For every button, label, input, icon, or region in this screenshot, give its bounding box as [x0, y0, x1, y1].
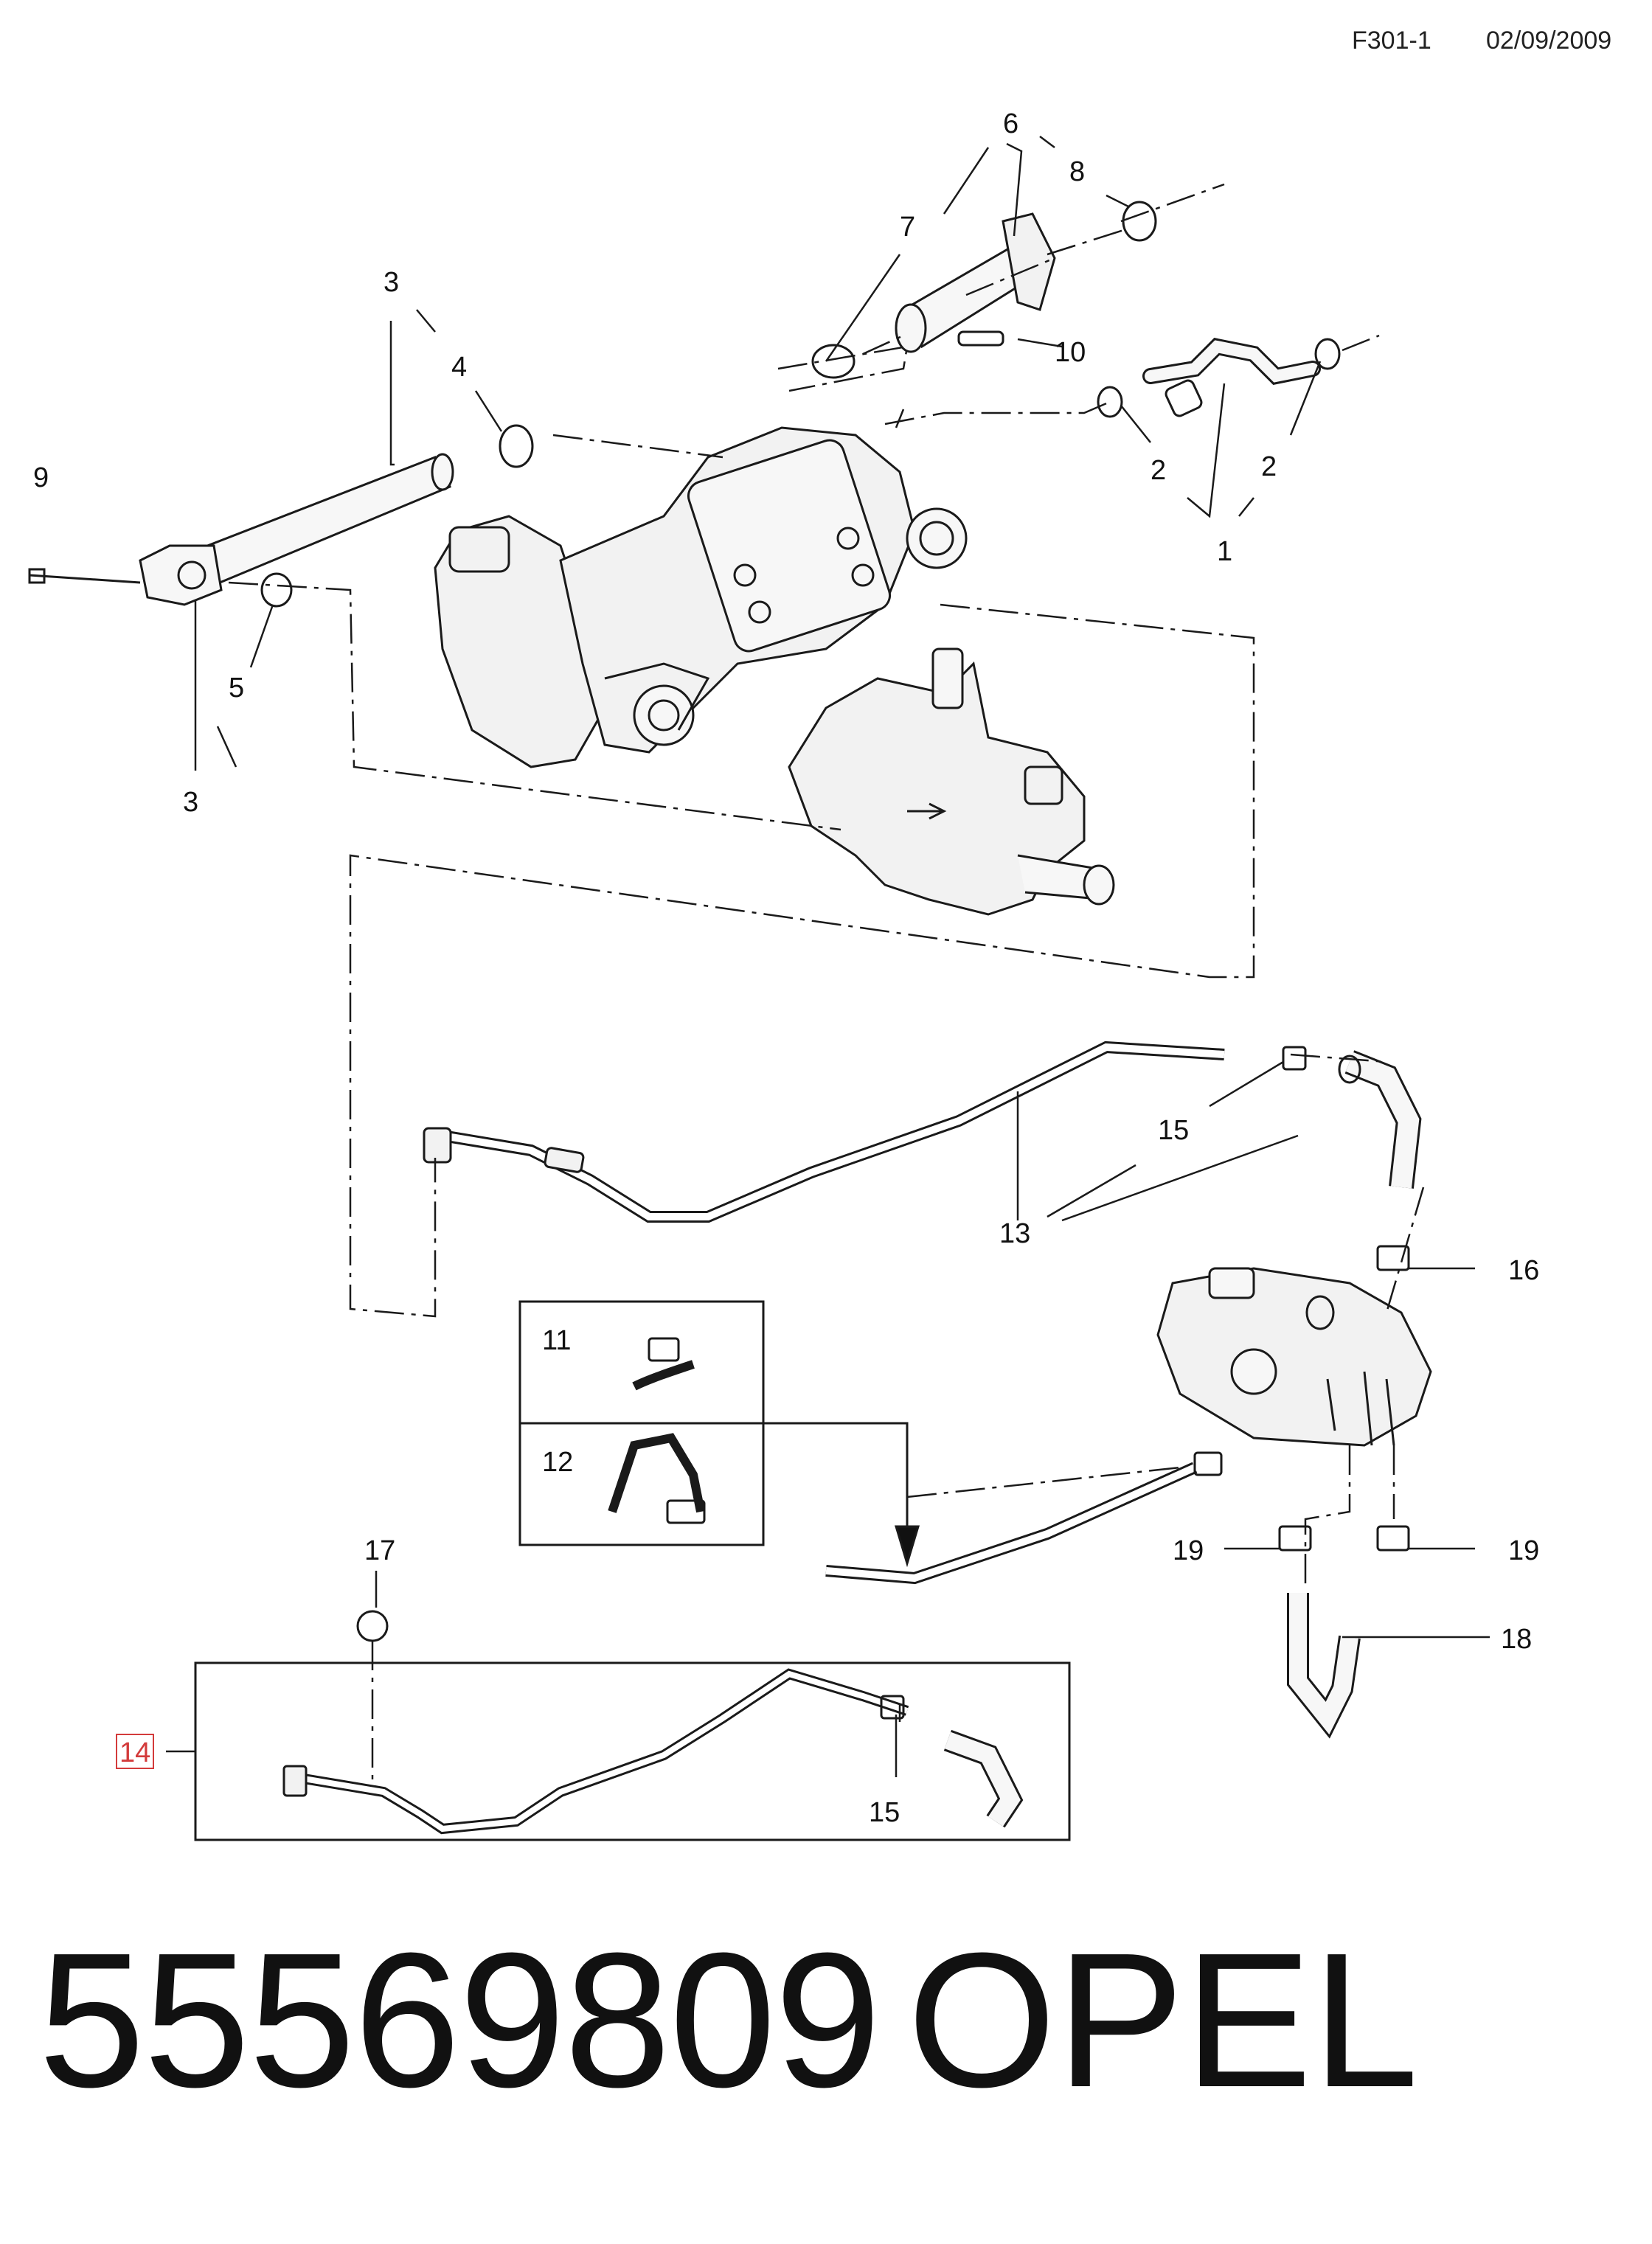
callouts: 3 4 9 5 3 6 7 8 10 2 2 1 15 13 16 11 12 … — [33, 108, 1539, 1828]
oil-cooler-assembly — [434, 426, 968, 768]
egr-cooler — [1156, 1267, 1432, 1447]
callout-11: 11 — [542, 1325, 571, 1356]
egr-pipe — [825, 1451, 1223, 1585]
callout-3-bottom: 3 — [183, 787, 198, 818]
diagram-date: 02/09/2009 — [1486, 27, 1612, 55]
part-number: 55569809 — [38, 1914, 881, 2127]
reference-lines — [228, 183, 1425, 1785]
hose-13 — [423, 1041, 1422, 1223]
callout-15-top: 15 — [1158, 1115, 1189, 1146]
callout-1: 1 — [1217, 536, 1232, 567]
callout-17: 17 — [364, 1535, 395, 1566]
upper-hose — [1097, 338, 1341, 418]
callout-7: 7 — [900, 212, 915, 243]
callout-10: 10 — [1055, 337, 1086, 368]
clip-19-right — [1376, 1525, 1410, 1552]
kit-box-14 — [194, 1610, 1071, 1841]
callout-8: 8 — [1069, 156, 1085, 187]
brand-name: OPEL — [907, 1914, 1419, 2127]
callout-6: 6 — [1003, 108, 1018, 139]
callout-16: 16 — [1508, 1255, 1539, 1286]
clip-16 — [1376, 1245, 1410, 1271]
callout-3-top: 3 — [384, 267, 399, 298]
callout-14-highlight — [116, 1734, 154, 1769]
callout-19-right: 19 — [1508, 1535, 1539, 1566]
diagram-code: F301-1 — [1352, 27, 1431, 55]
callout-2-left: 2 — [1150, 455, 1166, 486]
callout-18: 18 — [1501, 1624, 1532, 1655]
outlet-tube — [811, 201, 1157, 379]
callout-9: 9 — [33, 462, 49, 493]
leader-lines — [166, 136, 1490, 1777]
thermostat-housing — [788, 647, 1115, 916]
callout-14: 14 — [119, 1737, 150, 1768]
callout-13: 13 — [999, 1218, 1030, 1249]
callout-12: 12 — [542, 1447, 573, 1478]
clip-19-left — [1278, 1525, 1312, 1552]
callout-19-left: 19 — [1173, 1535, 1204, 1566]
coolant-pipe — [28, 424, 534, 608]
callout-2-right: 2 — [1261, 451, 1277, 482]
callout-5: 5 — [229, 673, 244, 704]
callout-4: 4 — [451, 352, 467, 383]
hose-18 — [1287, 1593, 1361, 1739]
callout-15-bottom: 15 — [869, 1797, 900, 1828]
detail-box-11-12 — [518, 1300, 920, 1568]
